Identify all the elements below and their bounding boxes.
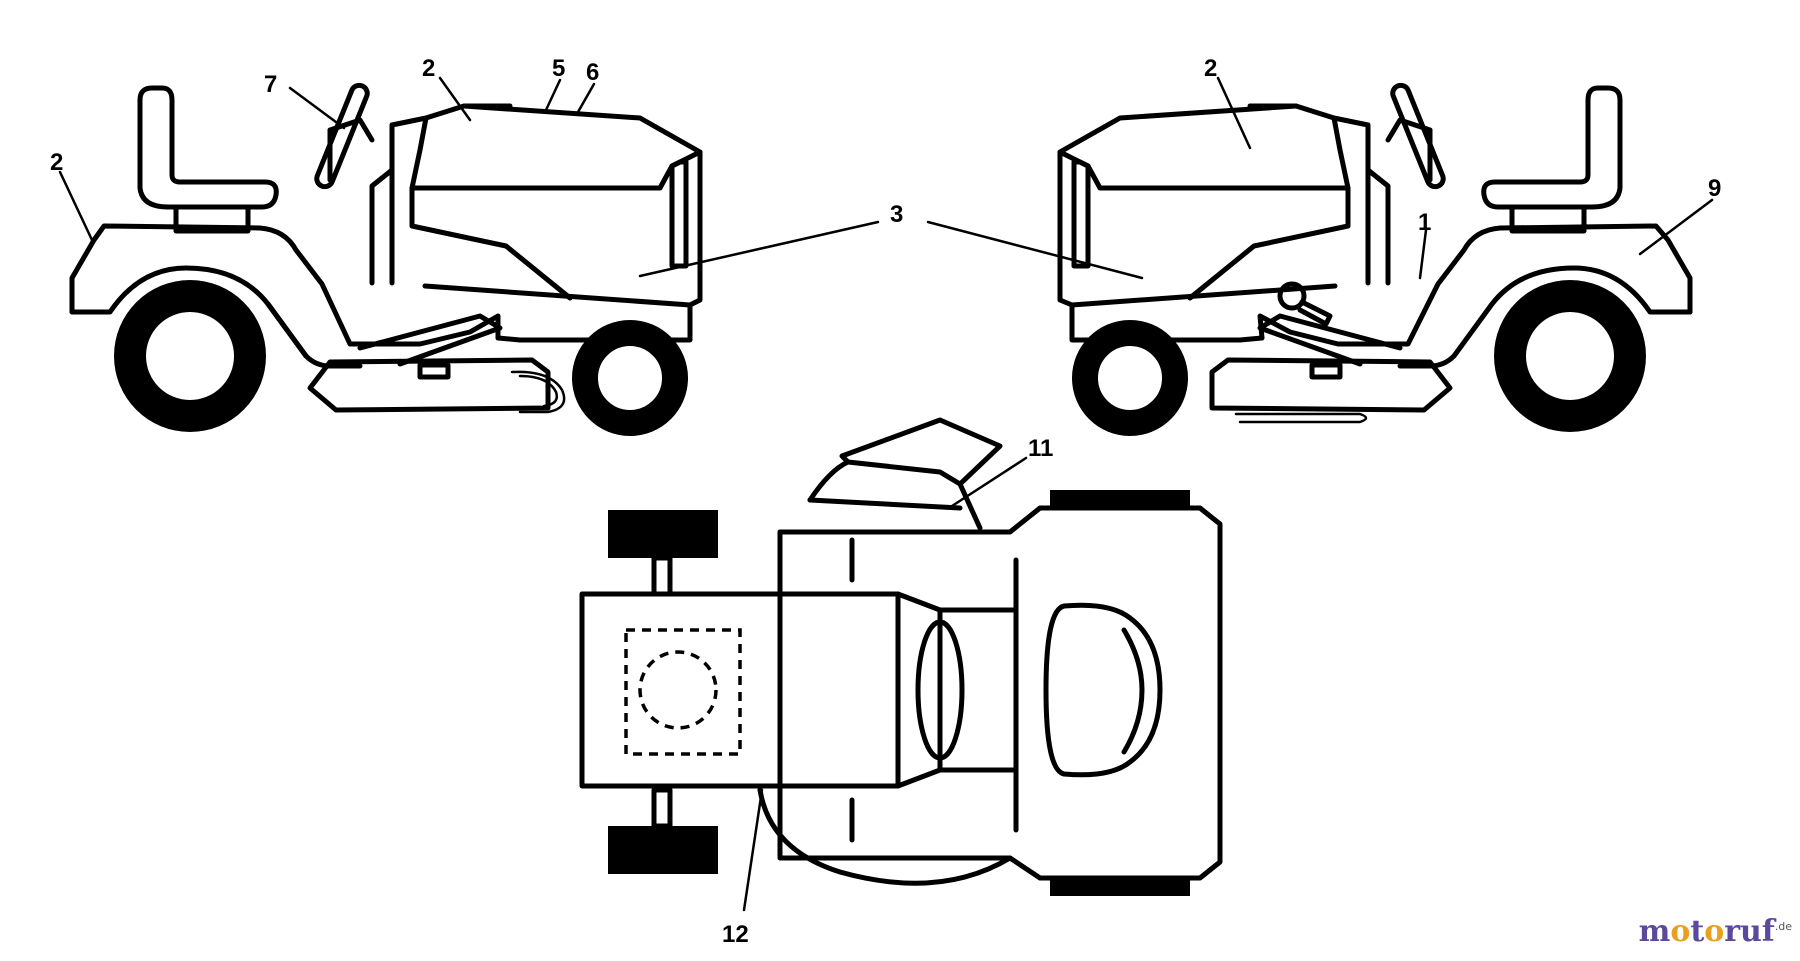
tractor-right-side-view xyxy=(1057,82,1693,436)
watermark-logo: motoruf.de xyxy=(1638,914,1792,949)
callout-labels: 2 7 2 5 6 3 2 1 9 11 12 xyxy=(50,55,1721,948)
callout-7: 7 xyxy=(264,71,277,98)
tractor-top-view xyxy=(579,417,1223,896)
callout-3: 3 xyxy=(890,201,903,228)
callout-9: 9 xyxy=(1708,175,1721,202)
callout-2-hood-right: 2 xyxy=(1204,55,1217,82)
callout-2-hood-left: 2 xyxy=(422,55,435,82)
tractor-left-side-view xyxy=(69,82,703,436)
callout-11: 11 xyxy=(1028,435,1053,462)
callout-1: 1 xyxy=(1418,209,1431,236)
callout-2-rear-left: 2 xyxy=(50,149,63,176)
callout-6: 6 xyxy=(586,59,599,86)
callout-12: 12 xyxy=(722,921,749,948)
callout-5: 5 xyxy=(552,55,565,82)
callout-leaders xyxy=(58,76,1714,912)
